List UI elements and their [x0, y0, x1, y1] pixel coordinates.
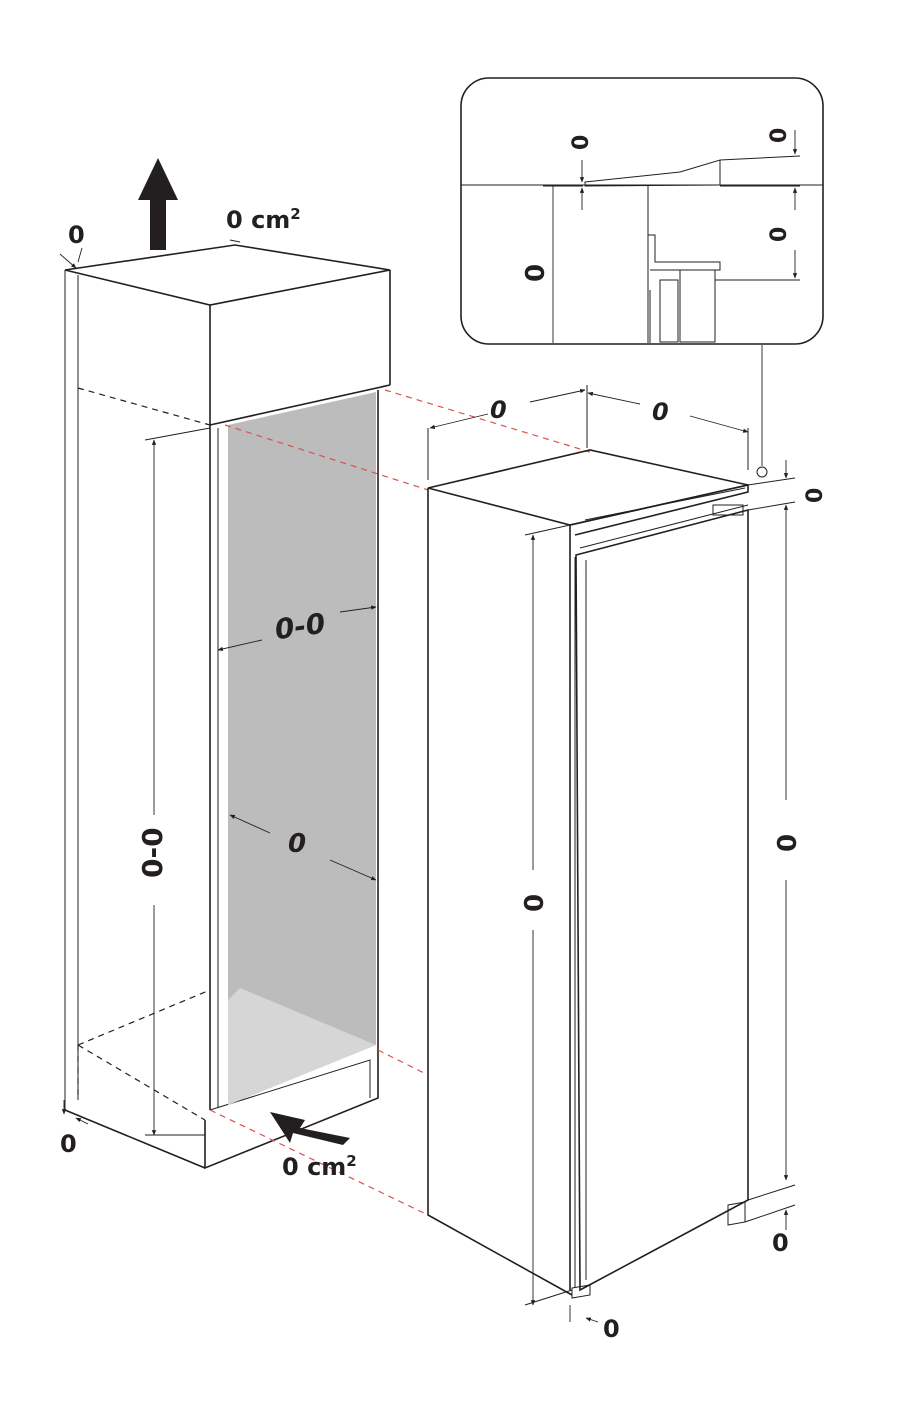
vent-bottom-label: 0 cm2: [282, 1152, 357, 1181]
vent-top-unit: cm: [251, 206, 290, 234]
detail-dim-mid-right: 0: [767, 227, 792, 242]
detail-dim-top-right: 0: [767, 128, 792, 143]
vent-top-label: 0 cm2: [226, 205, 301, 234]
niche-height-label: 0-0: [136, 827, 169, 878]
detail-dim-top-left: 0: [569, 135, 594, 150]
appliance-foot-height-label: 0: [772, 1229, 789, 1257]
appliance-depth-label: 0: [652, 398, 669, 426]
svg-text:0 cm2: 0 cm2: [226, 205, 301, 234]
appliance-body: [427, 449, 749, 1299]
vent-top-value: 0: [226, 206, 243, 234]
niche-depth-label: 0: [288, 829, 306, 859]
vent-bottom-unit: cm: [307, 1153, 346, 1181]
appliance-door-bottom-gap-label: 0: [603, 1315, 620, 1343]
detail-dim-left-height: 0: [521, 264, 551, 282]
cabinet-dimensions: [59, 247, 377, 1136]
niche-width-label: 0-0: [273, 607, 328, 647]
appliance-width-label: 0: [490, 396, 507, 424]
detail-callout: [460, 77, 824, 345]
airflow-up-arrow: [138, 158, 178, 250]
cabinet-top-gap-label: 0: [68, 221, 85, 249]
airflow-in-arrow: [270, 1112, 350, 1145]
vent-bottom-sup: 2: [346, 1152, 356, 1170]
alignment-lines: [209, 389, 591, 1216]
niche-back-wall: [228, 392, 376, 1105]
appliance-top-offset-label: 0: [803, 488, 828, 503]
vent-top-sup: 2: [290, 205, 300, 223]
vent-bottom-value: 0: [282, 1153, 299, 1181]
cabinet-outline: [64, 239, 391, 1170]
cabinet-bottom-gap-label: 0: [60, 1130, 77, 1158]
appliance-body-height-label: 0: [520, 894, 550, 912]
appliance-dimensions: [427, 345, 796, 1323]
svg-text:0 cm2: 0 cm2: [282, 1152, 357, 1181]
niche-floor: [228, 988, 376, 1105]
appliance-door-height-label: 0: [773, 834, 803, 852]
